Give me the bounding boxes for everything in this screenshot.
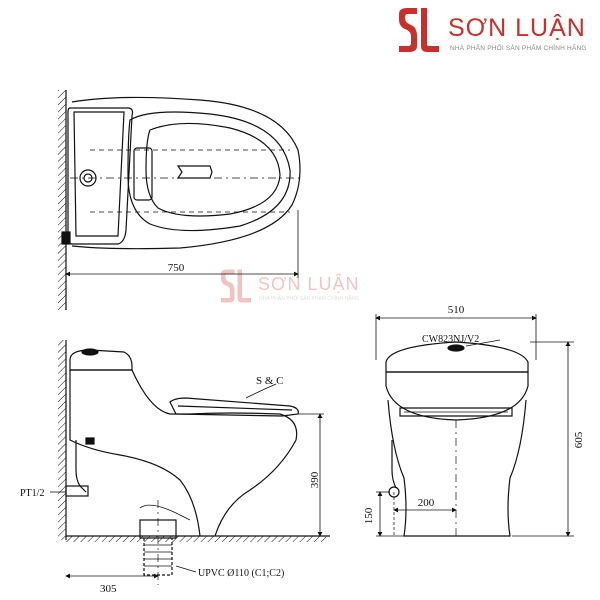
watermark-name: SƠN LUẬN [258,274,360,294]
dim-label-390: 390 [309,471,321,488]
seat-label: S & C [256,375,284,387]
brand-name: SƠN LUẬN [448,14,586,42]
supply-pipe [75,440,87,493]
supply-valve-side [65,485,89,497]
front-view [375,314,574,540]
brand-tagline: NHÀ PHÂN PHỐI SẢN PHẨM CHÍNH HÃNG [450,45,587,52]
flush-outlet [176,165,213,179]
model-label: CW823NJ/V2 [422,334,479,345]
seat-leader [245,383,277,399]
dim-label-510: 510 [448,304,465,316]
front-pedestal [387,399,527,537]
side-view [50,340,330,585]
brand-logo: SƠN LUẬN NHÀ PHÂN PHỐI SẢN PHẨM CHÍNH HÃ… [395,6,600,56]
dim-label-150: 150 [363,507,375,524]
wall-hatch-side [58,340,66,540]
seat-hinge [133,147,153,201]
floor-hatch [66,536,326,542]
supply-label: PT1/2 [20,488,44,499]
sl-watermark-icon [221,269,251,303]
supply-valve-top [61,231,71,245]
bowl-rim [145,122,281,217]
dim-label-605: 605 [573,431,585,448]
watermark-tagline: NHÀ PHÂN PHỐI SẢN PHẨM CHÍNH HÃNG [259,296,360,302]
dim-label-305: 305 [100,583,117,595]
body-outline [70,369,298,537]
tank-outline [67,107,134,245]
front-seat [399,407,513,417]
front-tank-lid [385,341,529,373]
drain-circle [79,169,97,187]
sl-logo-icon [399,8,439,52]
outlet-label: UPVC Ø110 (C1;C2) [198,568,284,579]
outlet-leader [175,565,197,573]
dim-label-750: 750 [168,262,185,274]
top-view [58,90,301,310]
front-supply-pipe [391,440,397,489]
model-leader [465,339,501,347]
wall-hatch-top [58,90,66,310]
dim-label-200: 200 [418,497,435,509]
bowl-outline [71,96,301,250]
tank-inner [73,111,125,237]
trapway-outline [69,370,201,537]
seat-outline [127,111,291,232]
front-tank [385,371,529,421]
watermark: SƠN LUẬN NHÀ PHÂN PHỐI SẢN PHẨM CHÍNH HÃ… [218,268,378,308]
tank-lid [69,349,133,371]
